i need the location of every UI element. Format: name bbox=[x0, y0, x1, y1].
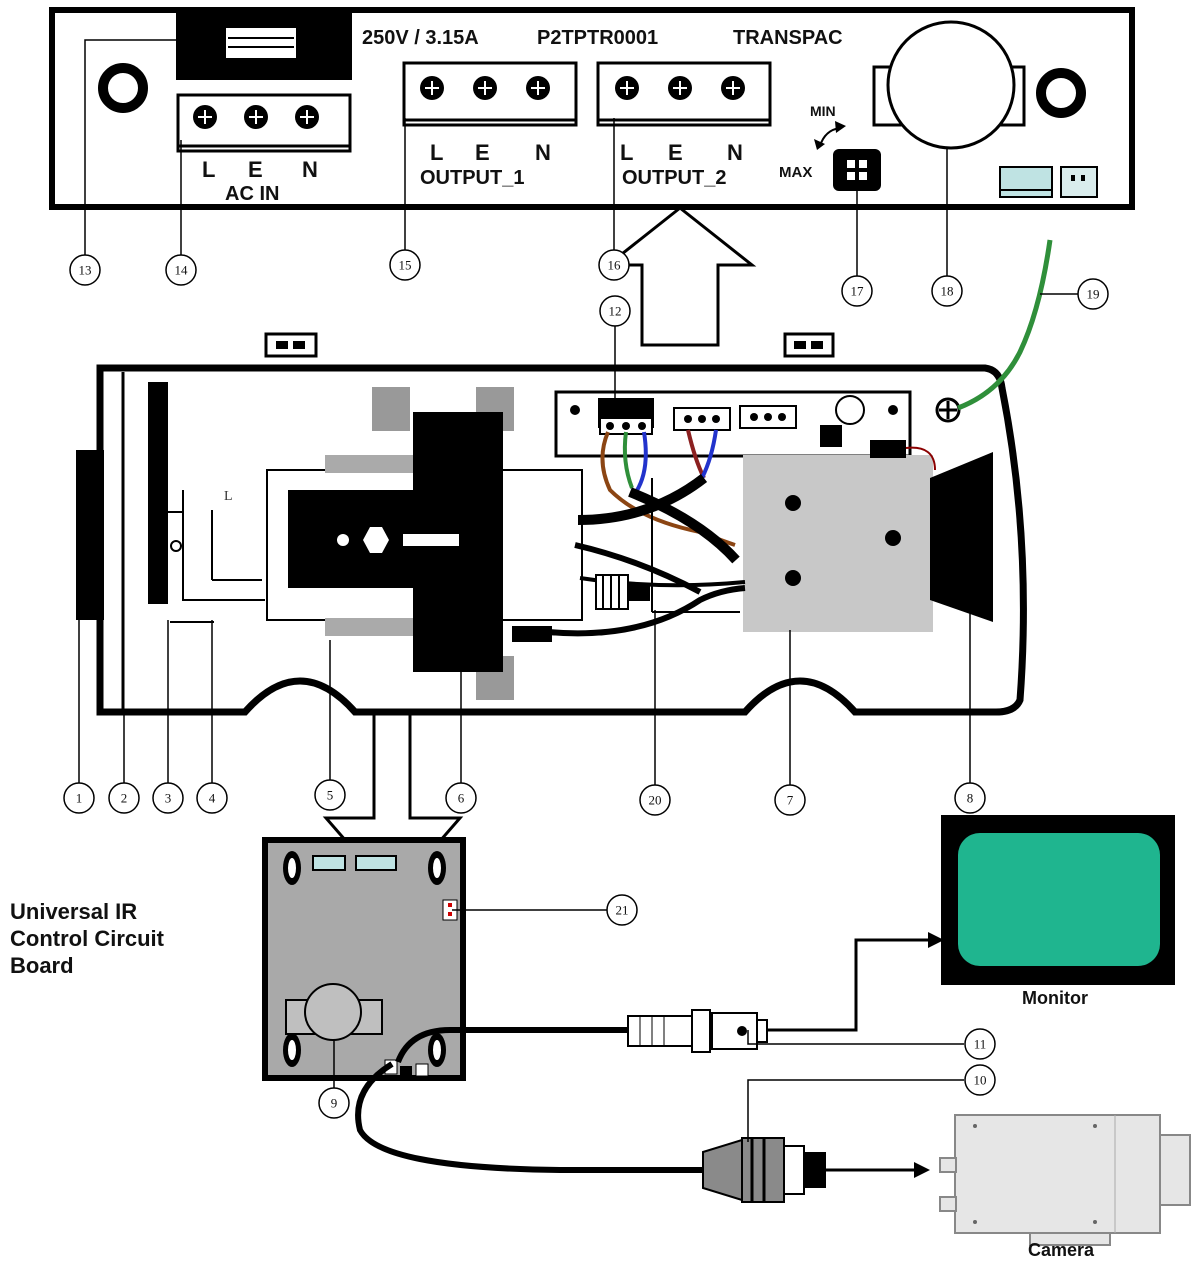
housing-inner-mark: L bbox=[224, 489, 233, 504]
wire-blue bbox=[634, 431, 648, 494]
ground-wire bbox=[957, 239, 1053, 411]
output-2-title: OUTPUT_2 bbox=[622, 167, 726, 189]
terminal-panel: 250V / 3.15A P2TPTR0001 TRANSPAC L E N A… bbox=[49, 7, 1135, 210]
callout-15: 15 bbox=[389, 249, 421, 281]
callout-13: 13 bbox=[69, 254, 101, 286]
callout-16: 16 bbox=[598, 249, 630, 281]
callout-13-label: 13 bbox=[79, 263, 92, 278]
camera bbox=[939, 1114, 1191, 1246]
potentiometer bbox=[833, 149, 881, 191]
callout-3: 3 bbox=[152, 782, 184, 814]
output-1-terminal-block bbox=[402, 61, 578, 127]
callout-10-label: 10 bbox=[974, 1073, 987, 1088]
camera-housing: L bbox=[76, 239, 1053, 716]
output-2-terminal-block bbox=[596, 61, 772, 127]
front-glass bbox=[76, 450, 104, 620]
callout-15-label: 15 bbox=[399, 258, 412, 273]
callout-20-label: 20 bbox=[649, 793, 662, 808]
board-title: Universal IR Control Circuit Board bbox=[10, 899, 164, 978]
callout-9-label: 9 bbox=[331, 1096, 338, 1111]
ac-in-terminal-block bbox=[176, 93, 352, 153]
output-2-l: L bbox=[620, 140, 633, 165]
output-1-title: OUTPUT_1 bbox=[420, 167, 524, 189]
ir-lens-hood bbox=[930, 452, 993, 622]
callout-21: 21 bbox=[606, 894, 638, 926]
ac-in-title: AC IN bbox=[225, 183, 279, 205]
callout-6-label: 6 bbox=[458, 791, 465, 806]
panel-connectors bbox=[999, 166, 1098, 198]
output-1-n: N bbox=[535, 140, 551, 165]
ac-in-l: L bbox=[202, 157, 215, 182]
monitor-label: Monitor bbox=[1022, 988, 1088, 1008]
pot-max-label: MAX bbox=[779, 164, 812, 181]
callout-19-label: 19 bbox=[1087, 287, 1100, 302]
callout-7-label: 7 bbox=[787, 793, 794, 808]
callout-6: 6 bbox=[445, 782, 477, 814]
ir-control-board bbox=[262, 837, 466, 1081]
callout-11: 11 bbox=[964, 1028, 996, 1060]
callout-4-label: 4 bbox=[209, 791, 216, 806]
panel-rating: 250V / 3.15A bbox=[362, 27, 479, 49]
callout-12-label: 12 bbox=[609, 304, 622, 319]
monitor-screen bbox=[958, 833, 1160, 966]
callout-18-label: 18 bbox=[941, 284, 954, 299]
callout-17: 17 bbox=[841, 275, 873, 307]
wire-green bbox=[622, 431, 634, 489]
bnc-connector-camera bbox=[702, 1137, 826, 1203]
callout-10: 10 bbox=[964, 1064, 996, 1096]
callout-12: 12 bbox=[599, 295, 631, 327]
callout-4: 4 bbox=[196, 782, 228, 814]
callout-3-label: 3 bbox=[165, 791, 172, 806]
callout-14: 14 bbox=[165, 254, 197, 286]
monitor bbox=[941, 815, 1175, 985]
photocell-sensor bbox=[872, 20, 1026, 150]
callout-17-label: 17 bbox=[851, 284, 865, 299]
callout-5: 5 bbox=[314, 779, 346, 811]
arrow-to-panel bbox=[603, 206, 757, 347]
video-cable-monitor bbox=[395, 1027, 640, 1064]
callout-11-label: 11 bbox=[974, 1037, 987, 1052]
board-photocell bbox=[304, 983, 362, 1041]
callout-16-label: 16 bbox=[608, 258, 622, 273]
front-plate bbox=[148, 382, 168, 604]
leader-lines bbox=[78, 39, 1078, 1142]
callout-5-label: 5 bbox=[327, 788, 334, 803]
output-1-e: E bbox=[475, 140, 490, 165]
output-2-n: N bbox=[727, 140, 743, 165]
output-2-e: E bbox=[668, 140, 683, 165]
housing-top-clip-right bbox=[783, 332, 835, 358]
bnc-inline-connector bbox=[595, 574, 650, 610]
pot-min-label: MIN bbox=[810, 103, 836, 119]
mount-hole-right bbox=[1036, 68, 1086, 118]
callout-14-label: 14 bbox=[175, 263, 189, 278]
panel-model: P2TPTR0001 bbox=[537, 27, 658, 49]
bnc-connector-monitor bbox=[627, 1009, 768, 1053]
ac-in-n: N bbox=[302, 157, 318, 182]
callout-18: 18 bbox=[931, 275, 963, 307]
output-1-l: L bbox=[430, 140, 443, 165]
panel-brand: TRANSPAC bbox=[733, 27, 843, 49]
callout-7: 7 bbox=[774, 784, 806, 816]
callout-8-label: 8 bbox=[967, 791, 974, 806]
mount-hole-left bbox=[98, 63, 148, 113]
callout-9: 9 bbox=[318, 1087, 350, 1119]
callout-19: 19 bbox=[1077, 278, 1109, 310]
callouts: 1 2 3 4 5 6 7 8 9 10 11 12 13 14 15 16 1… bbox=[63, 249, 1109, 1119]
callout-1-label: 1 bbox=[76, 791, 83, 806]
callout-20: 20 bbox=[639, 784, 671, 816]
callout-1: 1 bbox=[63, 782, 95, 814]
callout-8: 8 bbox=[954, 782, 986, 814]
callout-2-label: 2 bbox=[121, 791, 128, 806]
housing-top-clip-left bbox=[264, 332, 318, 358]
ir-illuminator bbox=[743, 455, 933, 632]
callout-21-label: 21 bbox=[616, 903, 629, 918]
ac-in-e: E bbox=[248, 157, 263, 182]
fuse-holder bbox=[176, 10, 352, 80]
camera-label: Camera bbox=[1028, 1240, 1095, 1260]
video-cable-camera bbox=[355, 1061, 705, 1173]
callout-2: 2 bbox=[108, 782, 140, 814]
